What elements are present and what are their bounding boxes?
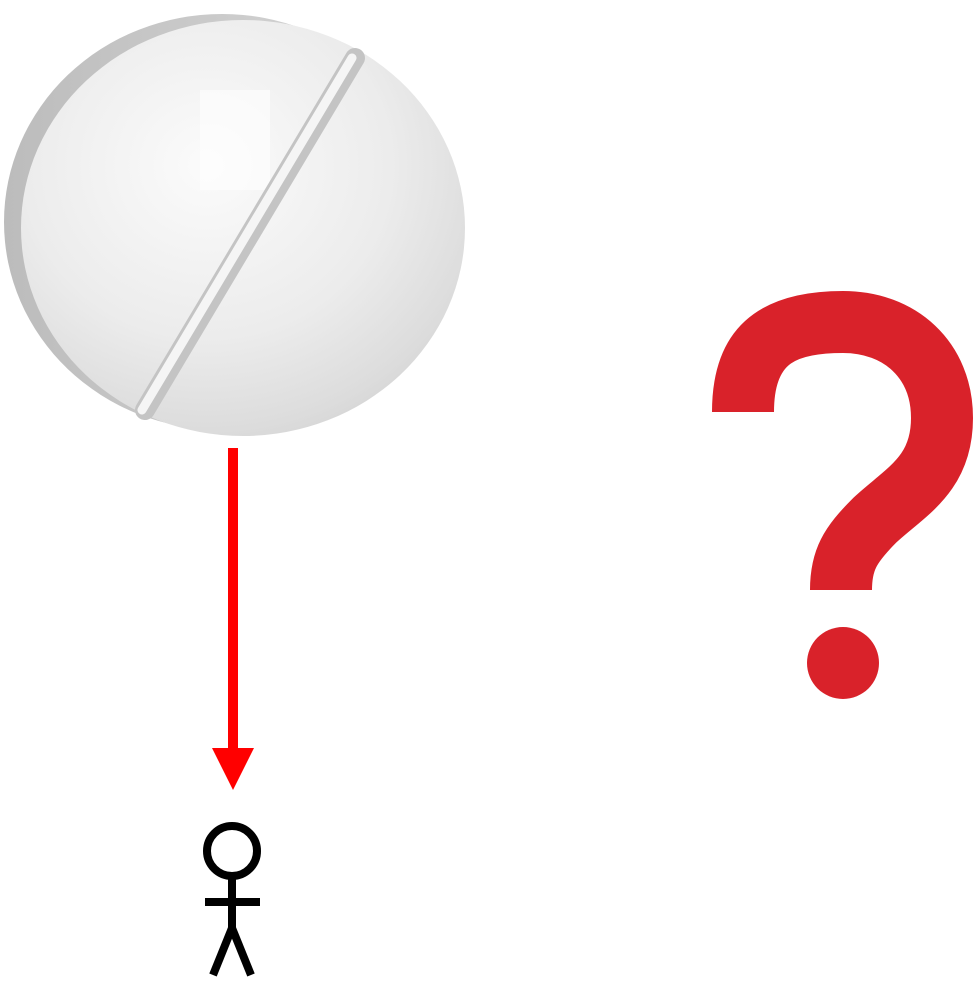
person-left-leg	[213, 928, 232, 975]
downward-arrow	[212, 448, 254, 790]
arrow-head	[212, 748, 254, 790]
pill-tablet	[4, 14, 465, 436]
question-mark-icon	[743, 322, 942, 699]
question-mark-hook	[743, 322, 942, 590]
stick-figure-person	[205, 826, 260, 975]
question-mark-dot	[807, 627, 879, 699]
pill-highlight	[200, 90, 270, 190]
arrow-shaft	[228, 448, 238, 750]
person-head	[207, 826, 257, 876]
person-right-leg	[232, 928, 251, 975]
